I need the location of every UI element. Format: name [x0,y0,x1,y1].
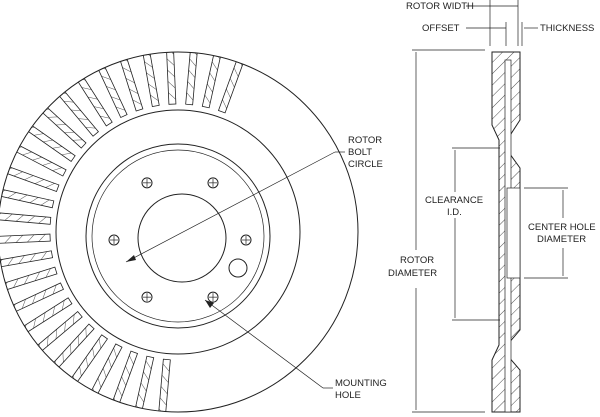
mounting-hole-label: MOUNTING [335,378,387,389]
mounting-hole [207,291,219,303]
locating-hole [228,258,248,278]
cooling-vane [98,66,128,119]
rotor-diameter-label: DIAMETER [388,268,437,279]
center-hole-section [506,187,521,279]
rotor-outer-edge [0,51,359,413]
cooling-vane [12,282,65,312]
bolt-circle-leader [125,151,336,263]
cooling-vane [135,355,155,409]
mounting-hole [240,234,252,246]
rotor-bolt-circle-label: BOLT [348,147,372,158]
rotor-width-label: ROTOR WIDTH [406,1,474,12]
hub-outer-edge [85,143,271,329]
rotor-bolt-circle-label: ROTOR [348,135,382,146]
clearance-id-label: CLEARANCE [425,195,483,206]
cooling-vane [158,358,171,412]
cooling-vane [120,58,144,112]
center-hole-diameter-label: DIAMETER [537,234,586,245]
mounting-holes [108,177,252,303]
rotor-bolt-circle-label: CIRCLE [348,159,383,170]
offset-label: OFFSET [422,23,460,34]
center-hole-diameter-label: CENTER HOLE [528,222,596,233]
cooling-vane [16,145,67,177]
rotor-side-view: ROTOR WIDTH OFFSET THICKNESS ROTOR DIAME… [388,0,596,413]
center-hole [137,193,227,283]
cooling-vane [166,52,177,105]
cooling-vane [4,266,58,290]
cooling-vane [23,297,73,333]
cooling-vane [1,189,55,209]
hub-step [91,149,265,323]
mounting-hole [207,177,219,189]
cooling-vane [217,61,244,114]
mounting-hole [108,234,120,246]
arrowhead [126,255,136,262]
mounting-hole [141,177,153,189]
cooling-vane [59,91,99,137]
mounting-hole-leader [204,299,324,389]
cooling-vane [71,334,109,383]
cooling-vane [27,125,76,163]
thickness-label: THICKNESS [540,23,594,34]
friction-ring-inner-edge [55,109,301,355]
cooling-vane [142,53,160,108]
cooling-vane [77,77,113,127]
cooling-vane [0,233,51,244]
rotor-front-view: ROTOR BOLT CIRCLE MOUNTING HOLE [0,51,387,413]
cooling-vane [53,323,95,368]
cooling-vanes [0,52,244,412]
arrowhead [205,300,214,308]
mounting-hole [141,291,153,303]
cooling-vane [0,250,54,268]
cooling-vane [0,212,52,225]
cooling-vane [42,107,87,149]
cooling-vane [7,166,60,193]
cooling-vane [201,55,221,109]
rotor-diameter-label: ROTOR [400,255,434,266]
cooling-vane [112,350,139,403]
mounting-hole-label: HOLE [335,390,361,401]
cooling-vane [185,52,198,106]
clearance-id-label: I.D. [447,207,462,218]
